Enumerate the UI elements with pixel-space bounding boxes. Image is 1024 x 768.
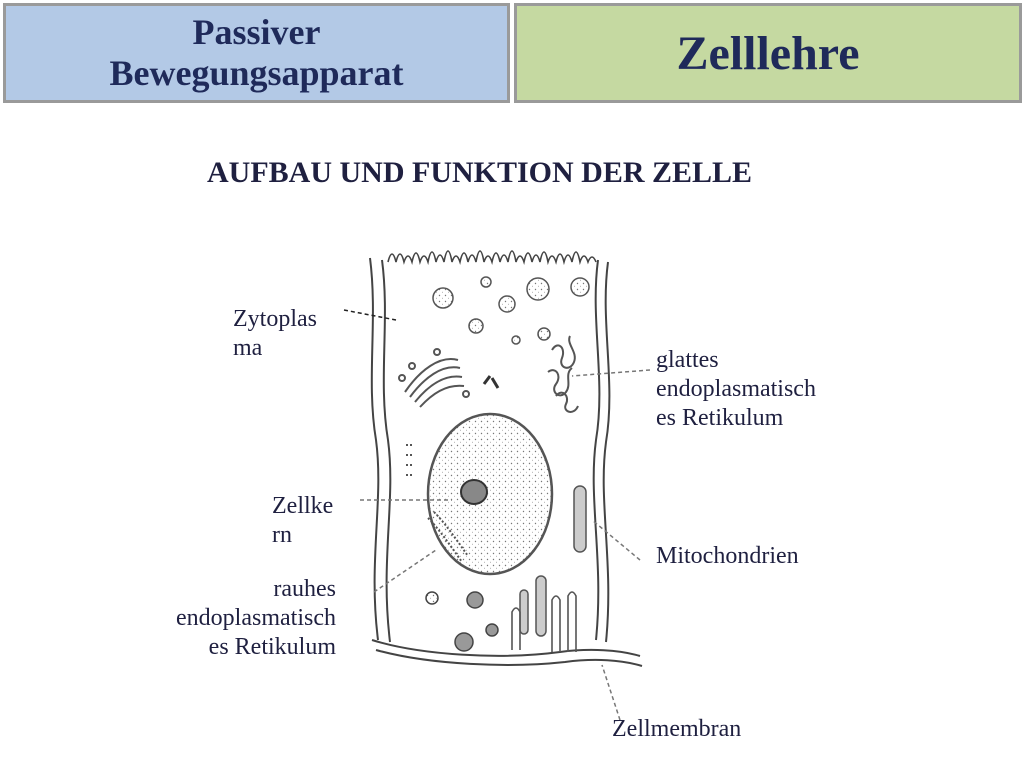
- microvilli: [387, 250, 597, 266]
- lysosomes: [425, 591, 499, 652]
- label-zellmembran: Zellmembran: [612, 716, 742, 742]
- label-zytoplasma: Zytoplas ma: [233, 306, 317, 361]
- label-rauhes-er: rauhes endoplasmatisch es Retikulum: [176, 576, 336, 660]
- cell-outline: [369, 257, 643, 667]
- basal-infoldings: [511, 591, 577, 652]
- golgi-apparatus: [398, 348, 470, 408]
- rough-er: [406, 444, 469, 563]
- page-subtitle: AUFBAU UND FUNKTION DER ZELLE: [207, 156, 753, 189]
- label-mitochondrien: Mitochondrien: [656, 543, 799, 569]
- label-glattes-er: glattes endoplasmatisch es Retikulum: [656, 347, 816, 431]
- label-zellkern: Zellke rn: [272, 493, 334, 548]
- header-right-title: Zelllehre: [676, 26, 860, 80]
- mitochondria: [519, 485, 587, 637]
- nucleus: [426, 412, 554, 576]
- header-zelllehre: Zelllehre: [514, 3, 1022, 103]
- header-passiver-bewegungsapparat: Passiver Bewegungsapparat: [3, 3, 510, 103]
- smooth-er: [547, 335, 579, 413]
- centrioles: [482, 375, 500, 389]
- vesicles: [432, 276, 590, 345]
- pointer-arrows: [343, 309, 651, 721]
- header-left-title: Passiver Bewegungsapparat: [109, 11, 404, 93]
